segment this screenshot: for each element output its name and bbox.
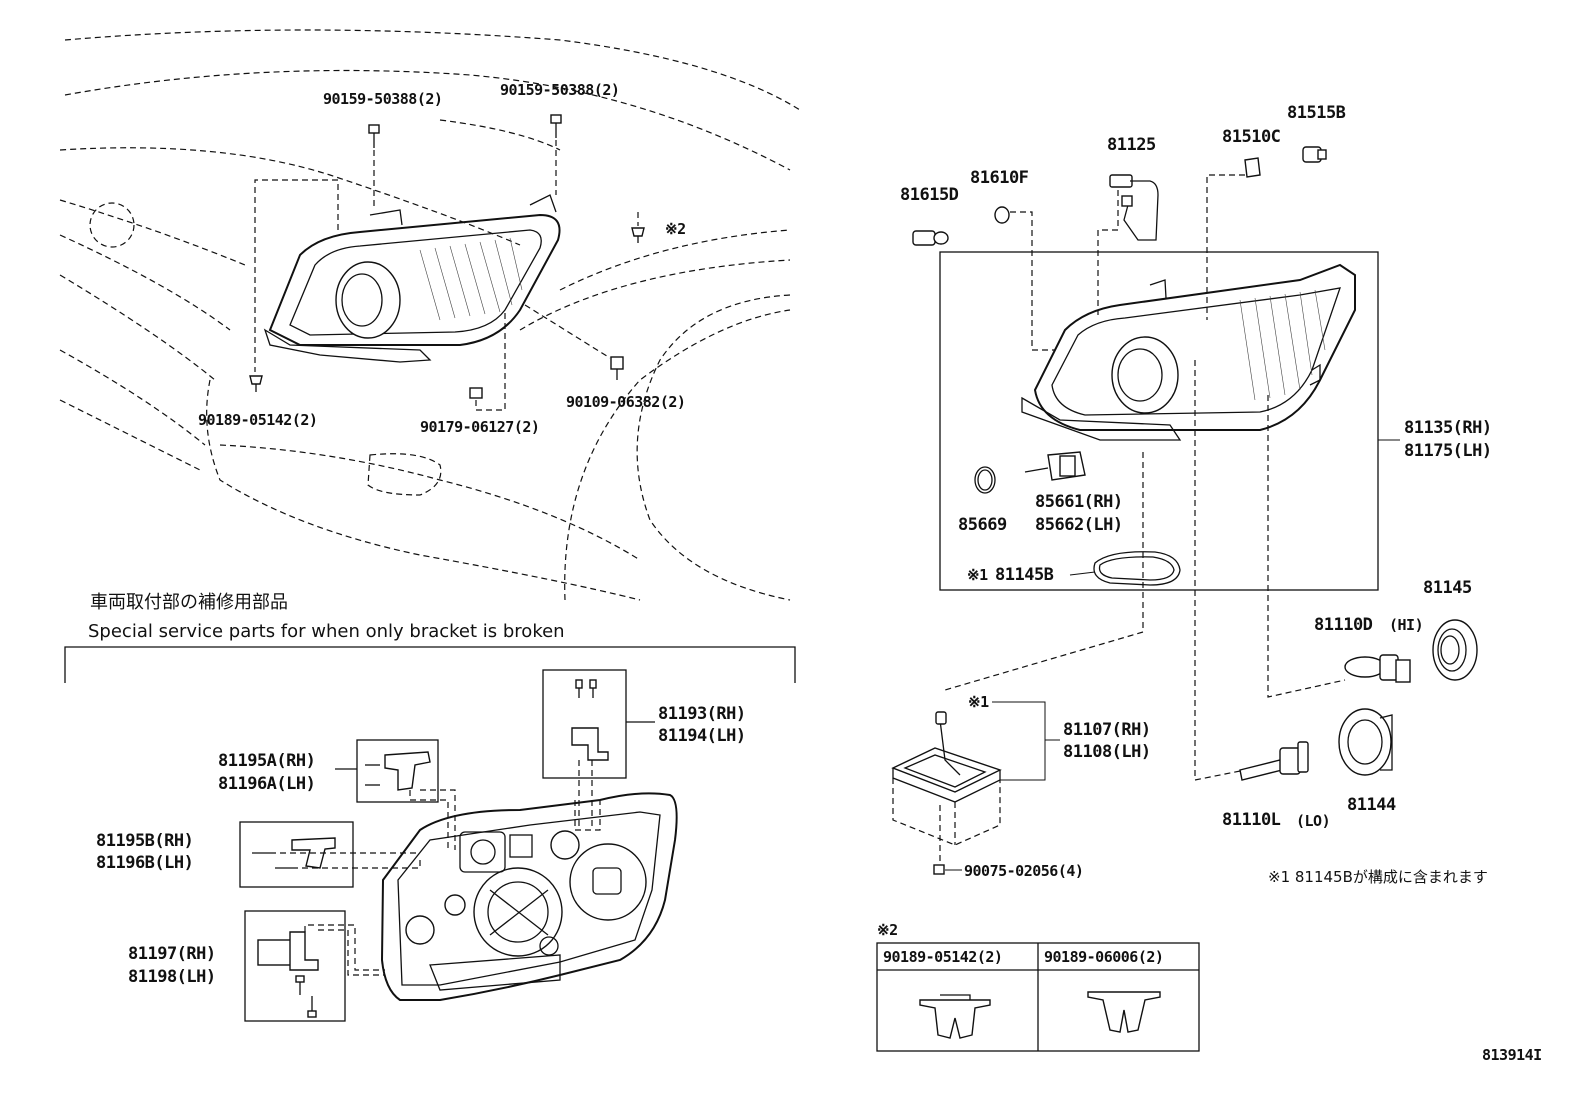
bracket-b-lh-label: 81196B(LH) (96, 853, 193, 873)
socket-81515B-icon (1302, 146, 1327, 163)
bolt-right-label: 90159-50388(2) (500, 81, 619, 99)
bulb-hi-icon (1344, 654, 1411, 683)
service-parts-title-jp: 車両取付部の補修用部品 (90, 592, 288, 613)
ballast-screw-label: 90075-02056(4) (964, 862, 1083, 880)
bracket-b-box (239, 821, 354, 888)
bulb-lo-icon (1239, 741, 1309, 781)
cap-81144-icon (1338, 708, 1393, 776)
service-parts-title-en: Special service parts for when only brac… (88, 621, 565, 642)
bulb-81615D-icon (912, 230, 949, 246)
igniter-icon (1024, 451, 1086, 481)
bulb-lo-suffix: (LO) (1296, 812, 1330, 830)
rear-headlamp-housing (380, 792, 678, 1001)
clip-note2-label: ※2 (665, 220, 686, 238)
bracket-bottom-box (244, 910, 346, 1022)
ballast-lh-label: 81108(LH) (1063, 742, 1151, 762)
bracket-a-lh-label: 81196A(LH) (218, 774, 315, 794)
clip-06006-icon (1087, 991, 1161, 1033)
clip-05142-icon (919, 994, 991, 1039)
wire-81125-icon (1109, 174, 1159, 241)
bulb-81510C-label: 81510C (1222, 127, 1280, 147)
bulb-hi-label: 81110D (1314, 615, 1373, 635)
gasket-note-mark: ※1 (967, 566, 988, 584)
gasket-85669-icon (974, 466, 996, 494)
vehicle-headlamp (263, 194, 561, 363)
bolt-left-label: 90159-50388(2) (323, 90, 442, 108)
clip-table-mark: ※2 (877, 921, 898, 939)
clip-table-col2: 90189-06006(2) (1044, 948, 1163, 966)
clip-lower-left-icon (249, 375, 263, 392)
bulb-hi-suffix: (HI) (1389, 616, 1423, 634)
lamp-lh-label: 81175(LH) (1404, 441, 1492, 461)
cap-81144-label: 81144 (1347, 795, 1396, 815)
bracket-a-box (335, 739, 439, 803)
wire-81125-label: 81125 (1107, 135, 1156, 155)
vehicle-fasteners (249, 114, 645, 411)
gasket-85669-label: 85669 (958, 515, 1007, 535)
clip-table (876, 942, 1200, 1052)
headlamp-unit-box (939, 251, 1379, 591)
nut-icon (469, 387, 483, 399)
cap-81145-icon (1432, 619, 1478, 681)
headlamp-unit (1021, 263, 1356, 441)
bracket-top-lh-label: 81194(LH) (658, 726, 746, 746)
lamp-rh-label: 81135(RH) (1404, 418, 1492, 438)
bracket-b-rh-label: 81195B(RH) (96, 831, 193, 851)
bulb-81610F-label: 81610F (970, 168, 1029, 188)
note1-text: ※1 81145Bが構成に含まれます (1268, 868, 1488, 886)
igniter-lh-label: 85662(LH) (1035, 515, 1123, 535)
ballast-rh-label: 81107(RH) (1063, 720, 1151, 740)
clip-note2-icon (631, 227, 645, 243)
bracket-top-box (542, 669, 655, 779)
cap-81145-label: 81145 (1423, 578, 1472, 598)
vehicle-front-outline (59, 29, 801, 601)
bolt-left-icon (368, 124, 380, 148)
bracket-a-rh-label: 81195A(RH) (218, 751, 315, 771)
bracket-top-rh-label: 81193(RH) (658, 704, 746, 724)
ballast-screw-icon (933, 864, 945, 875)
bulb-lo-label: 81110L (1222, 810, 1281, 830)
ballast-icon (891, 711, 1002, 846)
bulb-81615D-label: 81615D (900, 185, 959, 205)
screw-right-label: 90109-06382(2) (566, 393, 685, 411)
bolt-right-icon (550, 114, 562, 138)
igniter-rh-label: 85661(RH) (1035, 492, 1123, 512)
clip-table-col1: 90189-05142(2) (883, 948, 1002, 966)
bulb-81510C-icon (1244, 157, 1261, 178)
socket-81515B-label: 81515B (1287, 103, 1346, 123)
service-parts-bracket-line (64, 646, 796, 683)
gasket-81145B-label: 81145B (995, 565, 1054, 585)
screw-right-icon (610, 356, 624, 380)
bracket-bottom-rh-label: 81197(RH) (128, 944, 216, 964)
bracket-bottom-lh-label: 81198(LH) (128, 967, 216, 987)
gasket-81145B-icon (1093, 551, 1181, 586)
figure-id: 813914I (1482, 1046, 1542, 1064)
bulb-81610F-icon (994, 206, 1010, 224)
clip-lower-left-label: 90189-05142(2) (198, 411, 317, 429)
nut-label: 90179-06127(2) (420, 418, 539, 436)
ballast-note-mark: ※1 (968, 693, 989, 711)
